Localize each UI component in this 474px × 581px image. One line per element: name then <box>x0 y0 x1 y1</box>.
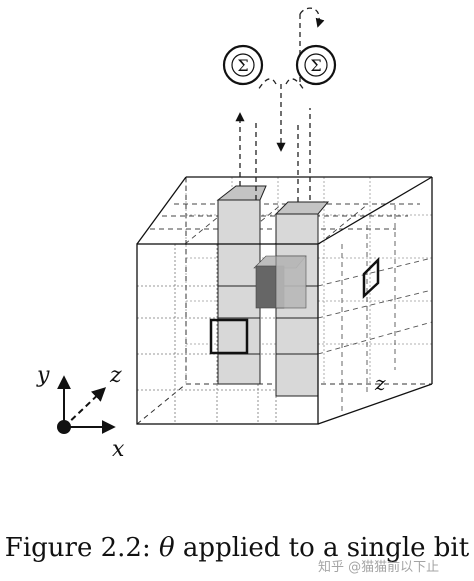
cube-z-label: z <box>374 371 386 395</box>
axis-triad: y z x <box>36 363 125 462</box>
figure-caption: Figure 2.2: θ applied to a single bit <box>0 533 474 573</box>
axis-x-label: x <box>112 437 125 462</box>
caption-prefix: Figure 2.2: <box>4 533 159 563</box>
sum-symbol-right: Σ <box>310 56 321 75</box>
watermark: 知乎 @猫猫前以下止 <box>318 560 440 575</box>
cube-front-edges <box>136 176 433 425</box>
axis-y-label: y <box>36 363 50 388</box>
outlined-voxel-side <box>362 256 380 299</box>
caption-theta: θ <box>159 533 175 563</box>
sum-node-left: Σ <box>222 44 264 86</box>
center-voxel <box>253 255 307 309</box>
outlined-voxel-front <box>209 318 249 355</box>
axis-origin <box>57 420 71 434</box>
sum-node-right: Σ <box>295 44 337 86</box>
sum-symbol-left: Σ <box>237 56 248 75</box>
caption-suffix: applied to a single bit <box>174 533 470 563</box>
axis-z-label: z <box>109 363 122 388</box>
side-face-grid <box>317 205 433 414</box>
sum-connectors <box>235 7 325 202</box>
figure-diagram: Σ Σ z y z x <box>36 7 433 462</box>
